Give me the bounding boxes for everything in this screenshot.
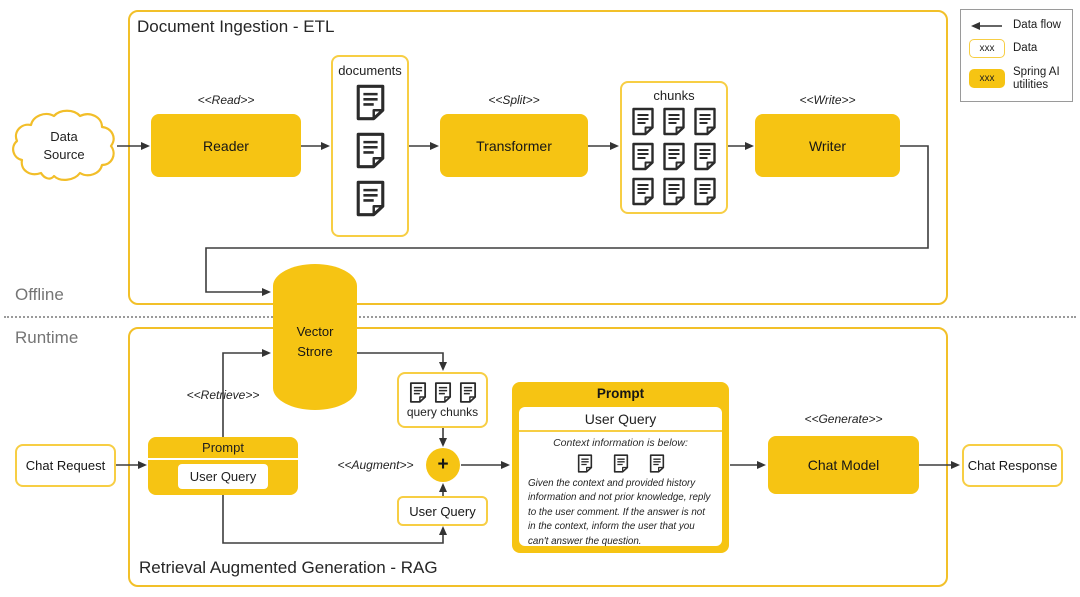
writer-node: Writer	[755, 114, 900, 177]
legend-row-data: xxx Data	[969, 39, 1064, 59]
cloud-icon	[12, 109, 115, 181]
document-icon	[631, 142, 655, 171]
augment-stereotype: <<Augment>>	[337, 458, 414, 472]
prompt-small-node: Prompt User Query	[148, 437, 298, 495]
documents-icons	[355, 84, 386, 217]
document-icon	[631, 107, 655, 136]
runtime-label: Runtime	[15, 328, 79, 347]
etl-title: Document Ingestion - ETL	[137, 17, 335, 36]
documents-label: documents	[338, 63, 402, 78]
read-stereotype: <<Read>>	[197, 93, 255, 107]
chunks-label: chunks	[653, 88, 695, 103]
data-source-label: Data Source	[43, 129, 85, 162]
document-icon	[662, 142, 686, 171]
prompt-small-user-query: User Query	[178, 464, 268, 489]
document-icon	[693, 177, 717, 206]
document-icon	[662, 107, 686, 136]
chat-model-node: Chat Model	[768, 436, 919, 494]
legend-data-sample: xxx	[969, 39, 1005, 59]
legend-data-flow-label: Data flow	[1013, 19, 1061, 31]
context-instructions: Given the context and provided history i…	[528, 478, 711, 546]
rag-title: Retrieval Augmented Generation - RAG	[139, 558, 438, 577]
query-chunks-label: query chunks	[406, 404, 479, 419]
retrieve-stereotype: <<Retrieve>>	[186, 388, 260, 402]
query-chunks-node: query chunks	[397, 372, 488, 428]
prompt-large-title: Prompt	[596, 386, 645, 401]
context-icons	[528, 454, 713, 473]
prompt-large-body: User Query Context information is below:…	[519, 407, 722, 546]
vector-store-label: Vector Strore	[296, 324, 334, 359]
offline-runtime-divider	[4, 316, 1076, 318]
prompt-large-node: Prompt User Query Context information is…	[512, 382, 729, 553]
prompt-small-separator	[148, 458, 298, 460]
document-icon	[355, 180, 386, 217]
query-chunks-icons	[409, 382, 477, 403]
documents-node: documents	[331, 55, 409, 237]
legend-utilities-label: Spring AI utilities	[1013, 65, 1060, 91]
database-cylinder-icon	[273, 264, 357, 410]
data-flow-arrow-icon	[971, 21, 1002, 30]
document-icon	[613, 454, 629, 473]
document-icon	[434, 382, 452, 403]
document-icon	[409, 382, 427, 403]
chunks-node: chunks	[620, 81, 728, 214]
legend-row-utilities: xxx Spring AI utilities	[969, 66, 1064, 92]
document-icon	[355, 84, 386, 121]
write-stereotype: <<Write>>	[799, 93, 856, 107]
user-query-node: User Query	[397, 496, 488, 526]
chat-response-node: Chat Response	[962, 444, 1063, 487]
legend-data-label: Data	[1013, 42, 1038, 55]
document-icon	[693, 107, 717, 136]
transformer-node: Transformer	[440, 114, 588, 177]
document-icon	[631, 177, 655, 206]
data-source-node: Data Source	[10, 108, 118, 184]
document-icon	[662, 177, 686, 206]
context-heading: Context information is below:	[553, 437, 688, 449]
prompt-small-title: Prompt	[202, 440, 244, 455]
chat-request-node: Chat Request	[15, 444, 116, 487]
document-icon	[355, 132, 386, 169]
prompt-large-context: Context information is below: Given the …	[519, 432, 722, 546]
reader-node: Reader	[151, 114, 301, 177]
chunks-icons	[631, 107, 717, 206]
split-stereotype: <<Split>>	[488, 93, 540, 107]
document-icon	[649, 454, 665, 473]
generate-stereotype: <<Generate>>	[804, 412, 883, 426]
document-icon	[577, 454, 593, 473]
legend-utilities-sample: xxx	[969, 69, 1005, 89]
legend: Data flow xxx Data xxx Spring AI utiliti…	[960, 9, 1073, 102]
legend-row-data-flow: Data flow	[969, 19, 1064, 32]
offline-label: Offline	[15, 285, 64, 304]
vector-store-node: Vector Strore	[273, 264, 357, 410]
augment-plus-node: +	[426, 448, 460, 482]
document-icon	[459, 382, 477, 403]
document-icon	[693, 142, 717, 171]
prompt-large-user-query: User Query	[519, 407, 722, 432]
